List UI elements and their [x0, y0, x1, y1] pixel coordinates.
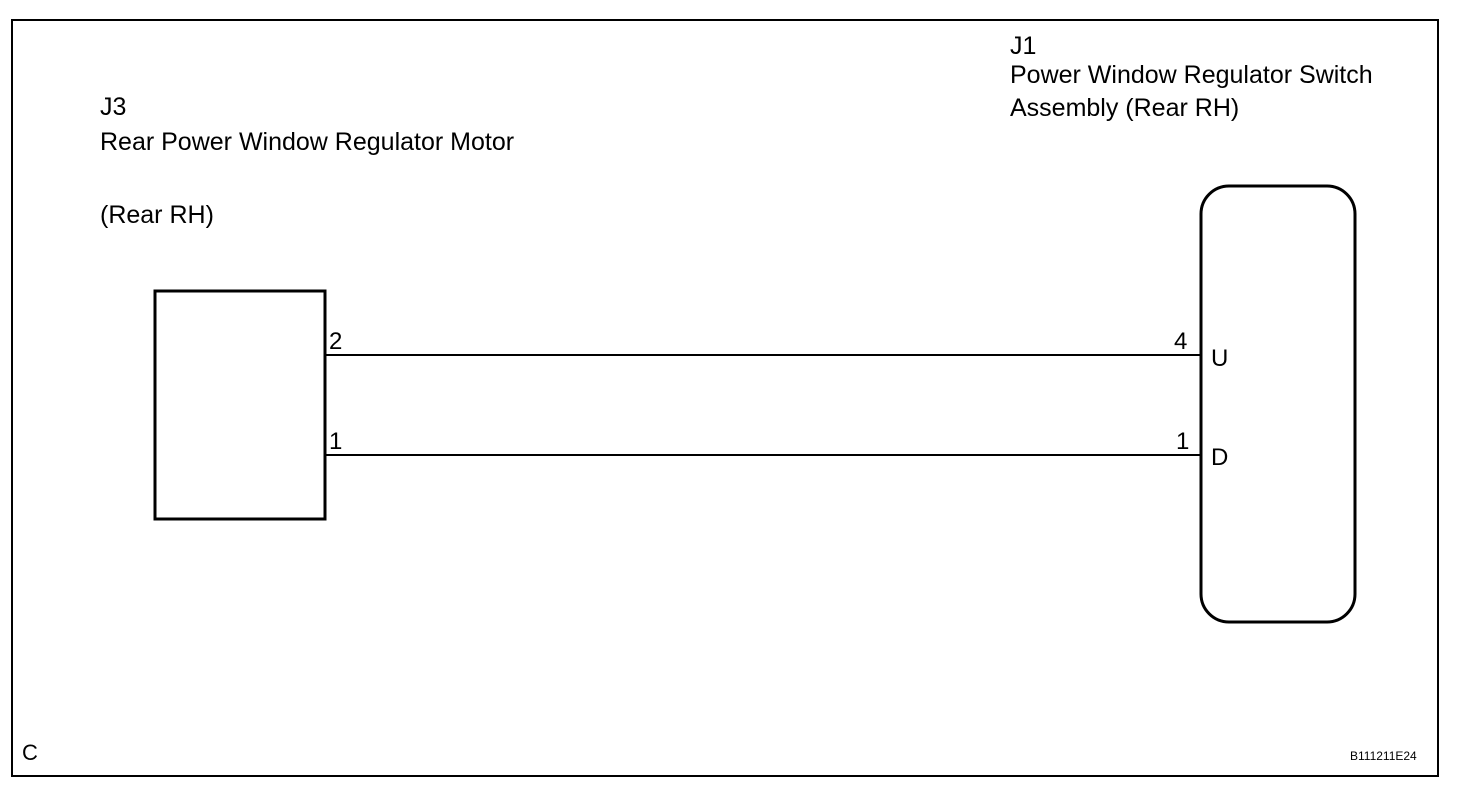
diagram-frame: [11, 19, 1439, 777]
switch-box: [1199, 184, 1357, 624]
motor-connector-id: J3: [100, 93, 127, 121]
switch-terminal-u: U: [1211, 345, 1229, 372]
switch-connector-id: J1: [1010, 32, 1037, 60]
motor-pin-up: 2: [329, 328, 343, 355]
motor-pin-down: 1: [329, 428, 343, 455]
motor-name: Rear Power Window Regulator Motor: [100, 128, 515, 156]
switch-name-line2: Assembly (Rear RH): [1010, 94, 1240, 122]
switch-pin-down: 1: [1176, 428, 1190, 455]
switch-name-line1: Power Window Regulator Switch: [1010, 61, 1373, 89]
motor-side: (Rear RH): [100, 201, 214, 229]
frame-label: C: [22, 740, 38, 765]
switch-pin-up: 4: [1174, 328, 1188, 355]
motor-box: [153, 289, 327, 521]
switch-terminal-d: D: [1211, 444, 1229, 471]
figure-code: B111211E24: [1350, 749, 1417, 763]
